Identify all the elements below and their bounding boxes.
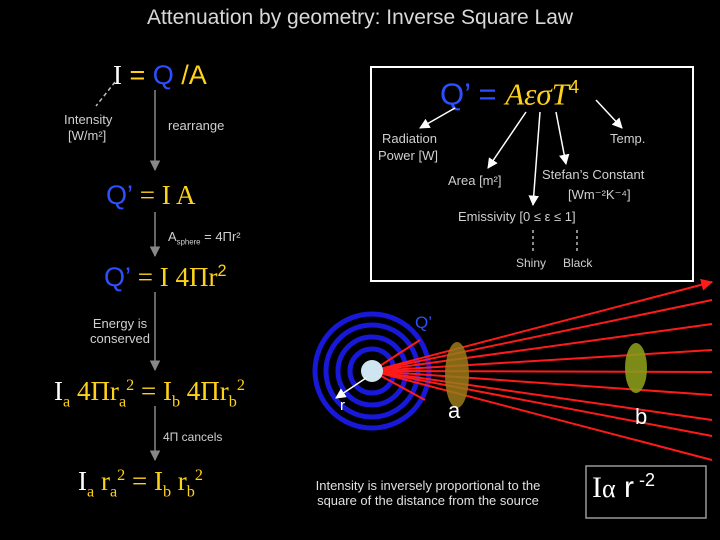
black-label: Black <box>563 256 593 270</box>
shiny-label: Shiny <box>516 256 547 270</box>
energy-note: Energy is conserved <box>90 316 150 346</box>
stefan-boltzmann-box <box>370 66 694 282</box>
caption: Intensity is inversely proportional to t… <box>315 478 541 508</box>
source-sphere <box>361 360 383 382</box>
surface-b <box>625 343 647 393</box>
sphere-area-formula: Asphere = 4Πr² <box>168 229 241 247</box>
intensity-unit: [W/m²] <box>68 128 107 143</box>
emissivity-label: Emissivity [0 ≤ ε ≤ 1] <box>458 209 576 224</box>
arrow-to-power <box>419 107 456 129</box>
arrow-to-temp <box>595 99 623 129</box>
law-box <box>585 465 707 519</box>
equation-conservation: Ia 4Πra2 = Ib 4Πrb2 <box>54 376 245 411</box>
power-label: Power [W] <box>378 148 438 163</box>
page-title: Attenuation by geometry: Inverse Square … <box>146 6 574 29</box>
stefan-unit: [Wm⁻²K⁻⁴] <box>568 187 631 202</box>
equation-ratio: Ia ra2 = Ib rb2 <box>78 466 203 501</box>
intensity-label: Intensity <box>64 112 113 127</box>
q-label: Q’ <box>415 313 432 332</box>
stefan-label: Stefan’s Constant <box>542 167 645 182</box>
arrow-to-area <box>487 111 527 169</box>
arrow-to-emissivity <box>528 111 541 207</box>
radiation-label: Radiation <box>382 131 437 146</box>
a-label: a <box>448 398 461 423</box>
temp-label: Temp. <box>610 131 646 146</box>
red-rays <box>371 278 714 461</box>
equation-power-sphere: Q’ = I 4Πr2 <box>104 262 227 292</box>
intensity-pointer <box>95 81 116 107</box>
rearrange-note: rearrange <box>168 118 225 133</box>
inverse-square-law: Iα r -2 <box>592 470 655 504</box>
area-label: Area [m²] <box>448 173 502 188</box>
r-label: r <box>340 397 345 414</box>
equation-power-area: Q’ = I A <box>106 180 196 210</box>
b-label: b <box>635 404 648 429</box>
arrow-to-stefan <box>555 111 570 166</box>
cancel-note: 4Π cancels <box>163 430 223 444</box>
surface-a <box>445 342 469 408</box>
stefan-boltzmann-formula: Q’ = AεσT4 <box>440 76 580 112</box>
equation-intensity: I = Q /A <box>113 60 207 90</box>
radius-arrow <box>335 377 367 399</box>
